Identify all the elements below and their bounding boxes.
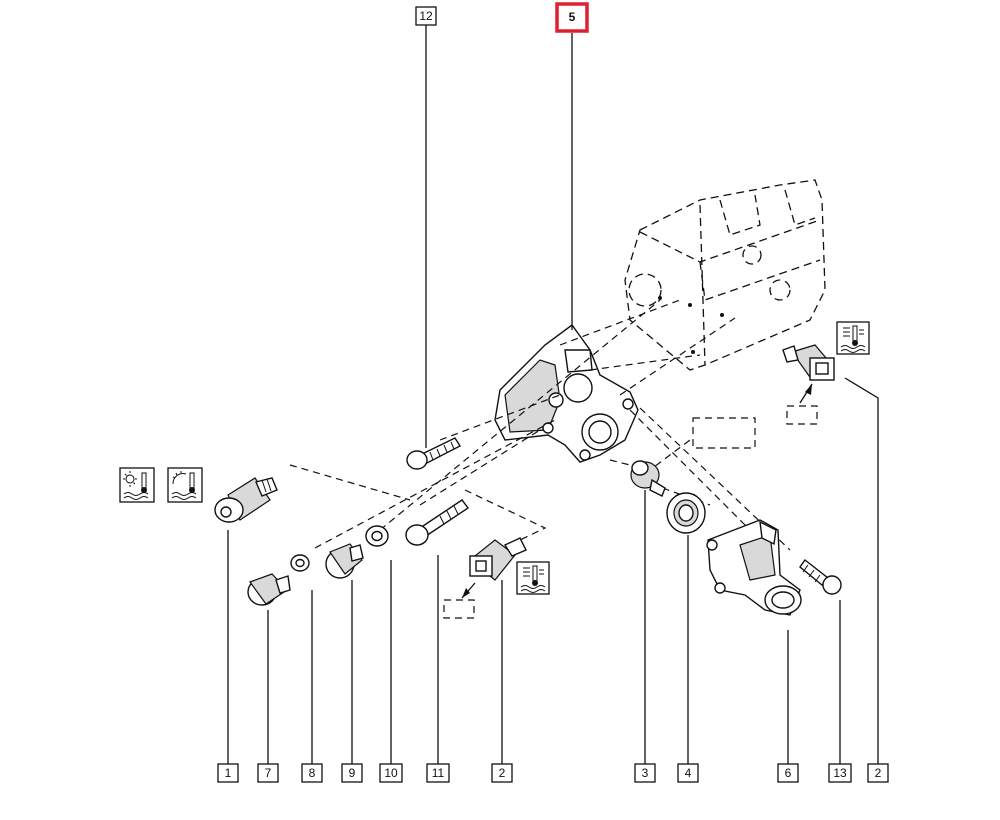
callout-12[interactable]: 12 (415, 6, 437, 26)
callout-label: 2 (499, 766, 506, 780)
callout-label: 5 (569, 10, 576, 24)
callout-3[interactable]: 3 (634, 763, 656, 783)
callout-11[interactable]: 11 (426, 763, 450, 783)
engine-block-outline (624, 179, 826, 371)
callout-8[interactable]: 8 (301, 763, 323, 783)
callout-label: 13 (833, 766, 847, 780)
callout-label: 12 (419, 9, 433, 23)
callout-label: 8 (309, 766, 316, 780)
callout-label: 4 (685, 766, 692, 780)
coolant-temperature-gauge-icon (167, 467, 203, 503)
water-outlet-part-6 (706, 519, 802, 616)
callout-2-right[interactable]: 2 (867, 763, 889, 783)
coolant-temperature-icon (119, 467, 155, 503)
drain-plug-part-7 (247, 573, 291, 606)
callout-7[interactable]: 7 (257, 763, 279, 783)
callout-5-highlighted[interactable]: 5 (555, 2, 589, 33)
callout-2-left[interactable]: 2 (491, 763, 513, 783)
callout-6[interactable]: 6 (777, 763, 799, 783)
callout-label: 1 (225, 766, 232, 780)
seal-part-4 (666, 492, 706, 534)
callout-label: 7 (265, 766, 272, 780)
callout-10[interactable]: 10 (379, 763, 403, 783)
callout-label: 2 (875, 766, 882, 780)
callout-label: 9 (349, 766, 356, 780)
coolant-temperature-sensor-icon (516, 561, 550, 595)
coolant-sensor-part-2-right (782, 344, 835, 404)
temperature-switch-part-1 (214, 477, 278, 523)
washer-part-10 (365, 525, 389, 547)
connector-outline-box (786, 405, 818, 425)
plug-part-9 (325, 543, 364, 579)
callout-9[interactable]: 9 (341, 763, 363, 783)
washer-part-8 (290, 554, 310, 572)
callout-label: 10 (384, 766, 398, 780)
bolt-part-12 (406, 437, 461, 470)
coolant-sensor-part-2-left (461, 537, 527, 599)
thermostat-part-3 (630, 460, 666, 497)
callout-4[interactable]: 4 (677, 763, 699, 783)
thermostat-housing-part (494, 324, 639, 463)
callout-1[interactable]: 1 (217, 763, 239, 783)
callout-label: 3 (642, 766, 649, 780)
connector-outline-box (692, 417, 756, 449)
callout-13[interactable]: 13 (828, 763, 852, 783)
connector-outline-box (443, 599, 475, 619)
callout-label: 6 (785, 766, 792, 780)
coolant-temperature-sensor-icon (836, 321, 870, 355)
leader-lines (227, 25, 879, 764)
callout-label: 11 (432, 766, 445, 780)
bolt-part-11 (405, 499, 470, 546)
bolt-part-13 (799, 558, 842, 595)
